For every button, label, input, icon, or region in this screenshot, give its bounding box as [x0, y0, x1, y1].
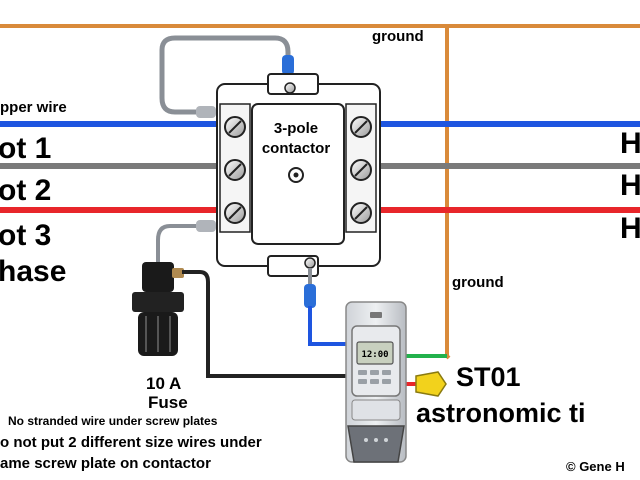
right-screw-2-slot [354, 163, 368, 177]
fuse-to-timer-wire [182, 270, 352, 378]
fuse-body-mid [132, 292, 184, 312]
fuse-branch-wire [156, 224, 215, 262]
timer-top-slot [370, 312, 382, 318]
right-screw-3-slot [354, 206, 368, 220]
coil-wire-connector [304, 284, 316, 308]
timer-button-6 [382, 379, 391, 384]
left-terminals [219, 103, 251, 233]
fuse-label-line1: 10 A [146, 374, 181, 393]
fuse-label-line2: Fuse [148, 393, 188, 412]
right-hot1-label: H [620, 127, 640, 160]
right-hot3-label: H [620, 212, 640, 245]
timer-display [356, 341, 394, 365]
hot-wires-left [0, 121, 222, 213]
timer-cover-door [347, 425, 405, 463]
ground-label-right: ground [452, 274, 504, 291]
right-hot2-label: H [620, 169, 640, 202]
hot-wires-right [372, 121, 640, 213]
timer-door-dot-2 [374, 438, 378, 442]
hot3-label: ot 3 [0, 219, 51, 252]
left-screw-2-slot [228, 163, 242, 177]
right-terminals [345, 103, 377, 233]
contactor-label-line1: 3-pole [274, 120, 318, 137]
coil-screw-top [284, 82, 296, 94]
timer-button-4 [358, 379, 367, 384]
ground-label-top: ground [372, 28, 424, 45]
note-wire-size-line1: o not put 2 different size wires under [0, 434, 262, 451]
left-screw-3-slot [228, 206, 242, 220]
coil-jumper-wire [159, 35, 291, 115]
left-screw-1-slot [228, 120, 242, 134]
blue-wire-to-timer [308, 306, 350, 346]
timer-button-2 [370, 370, 379, 375]
right-screw-1-slot [354, 120, 368, 134]
fuse-body-top [142, 262, 174, 292]
copper-wire-label: pper wire [0, 99, 67, 116]
coil-screw-bottom [304, 257, 316, 269]
fuse-branch-connector [196, 220, 216, 232]
timer-display-text: 12:00 [361, 350, 388, 360]
timer-device: 12:00 [345, 301, 407, 463]
timer-type-label: astronomic ti [416, 398, 586, 428]
hot1-label: ot 1 [0, 132, 51, 165]
timer-lower-panel [351, 399, 401, 421]
contactor-indicator-dot [293, 172, 299, 178]
fuse-holder [132, 262, 184, 356]
contactor: 3-pole contactor [216, 73, 381, 277]
timer-button-5 [370, 379, 379, 384]
jumper-connector-left [196, 106, 216, 118]
timer-button-3 [382, 370, 391, 375]
timer-button-1 [358, 370, 367, 375]
fuse-tab [172, 268, 184, 278]
wire-nut [415, 371, 447, 397]
timer-door-dot-3 [384, 438, 388, 442]
hot2-label: ot 2 [0, 174, 51, 207]
ground-wire-right-run [445, 26, 451, 360]
phase-label: hase [0, 255, 66, 288]
copyright-label: © Gene H [566, 459, 625, 474]
contactor-label-line2: contactor [262, 140, 331, 157]
timer-door-dot-1 [364, 438, 368, 442]
note-wire-size-line2: ame screw plate on contactor [0, 455, 211, 472]
timer-model-label: ST01 [456, 362, 521, 392]
jumper-connector-top [282, 55, 294, 75]
note-stranded-wire: No stranded wire under screw plates [8, 414, 218, 428]
